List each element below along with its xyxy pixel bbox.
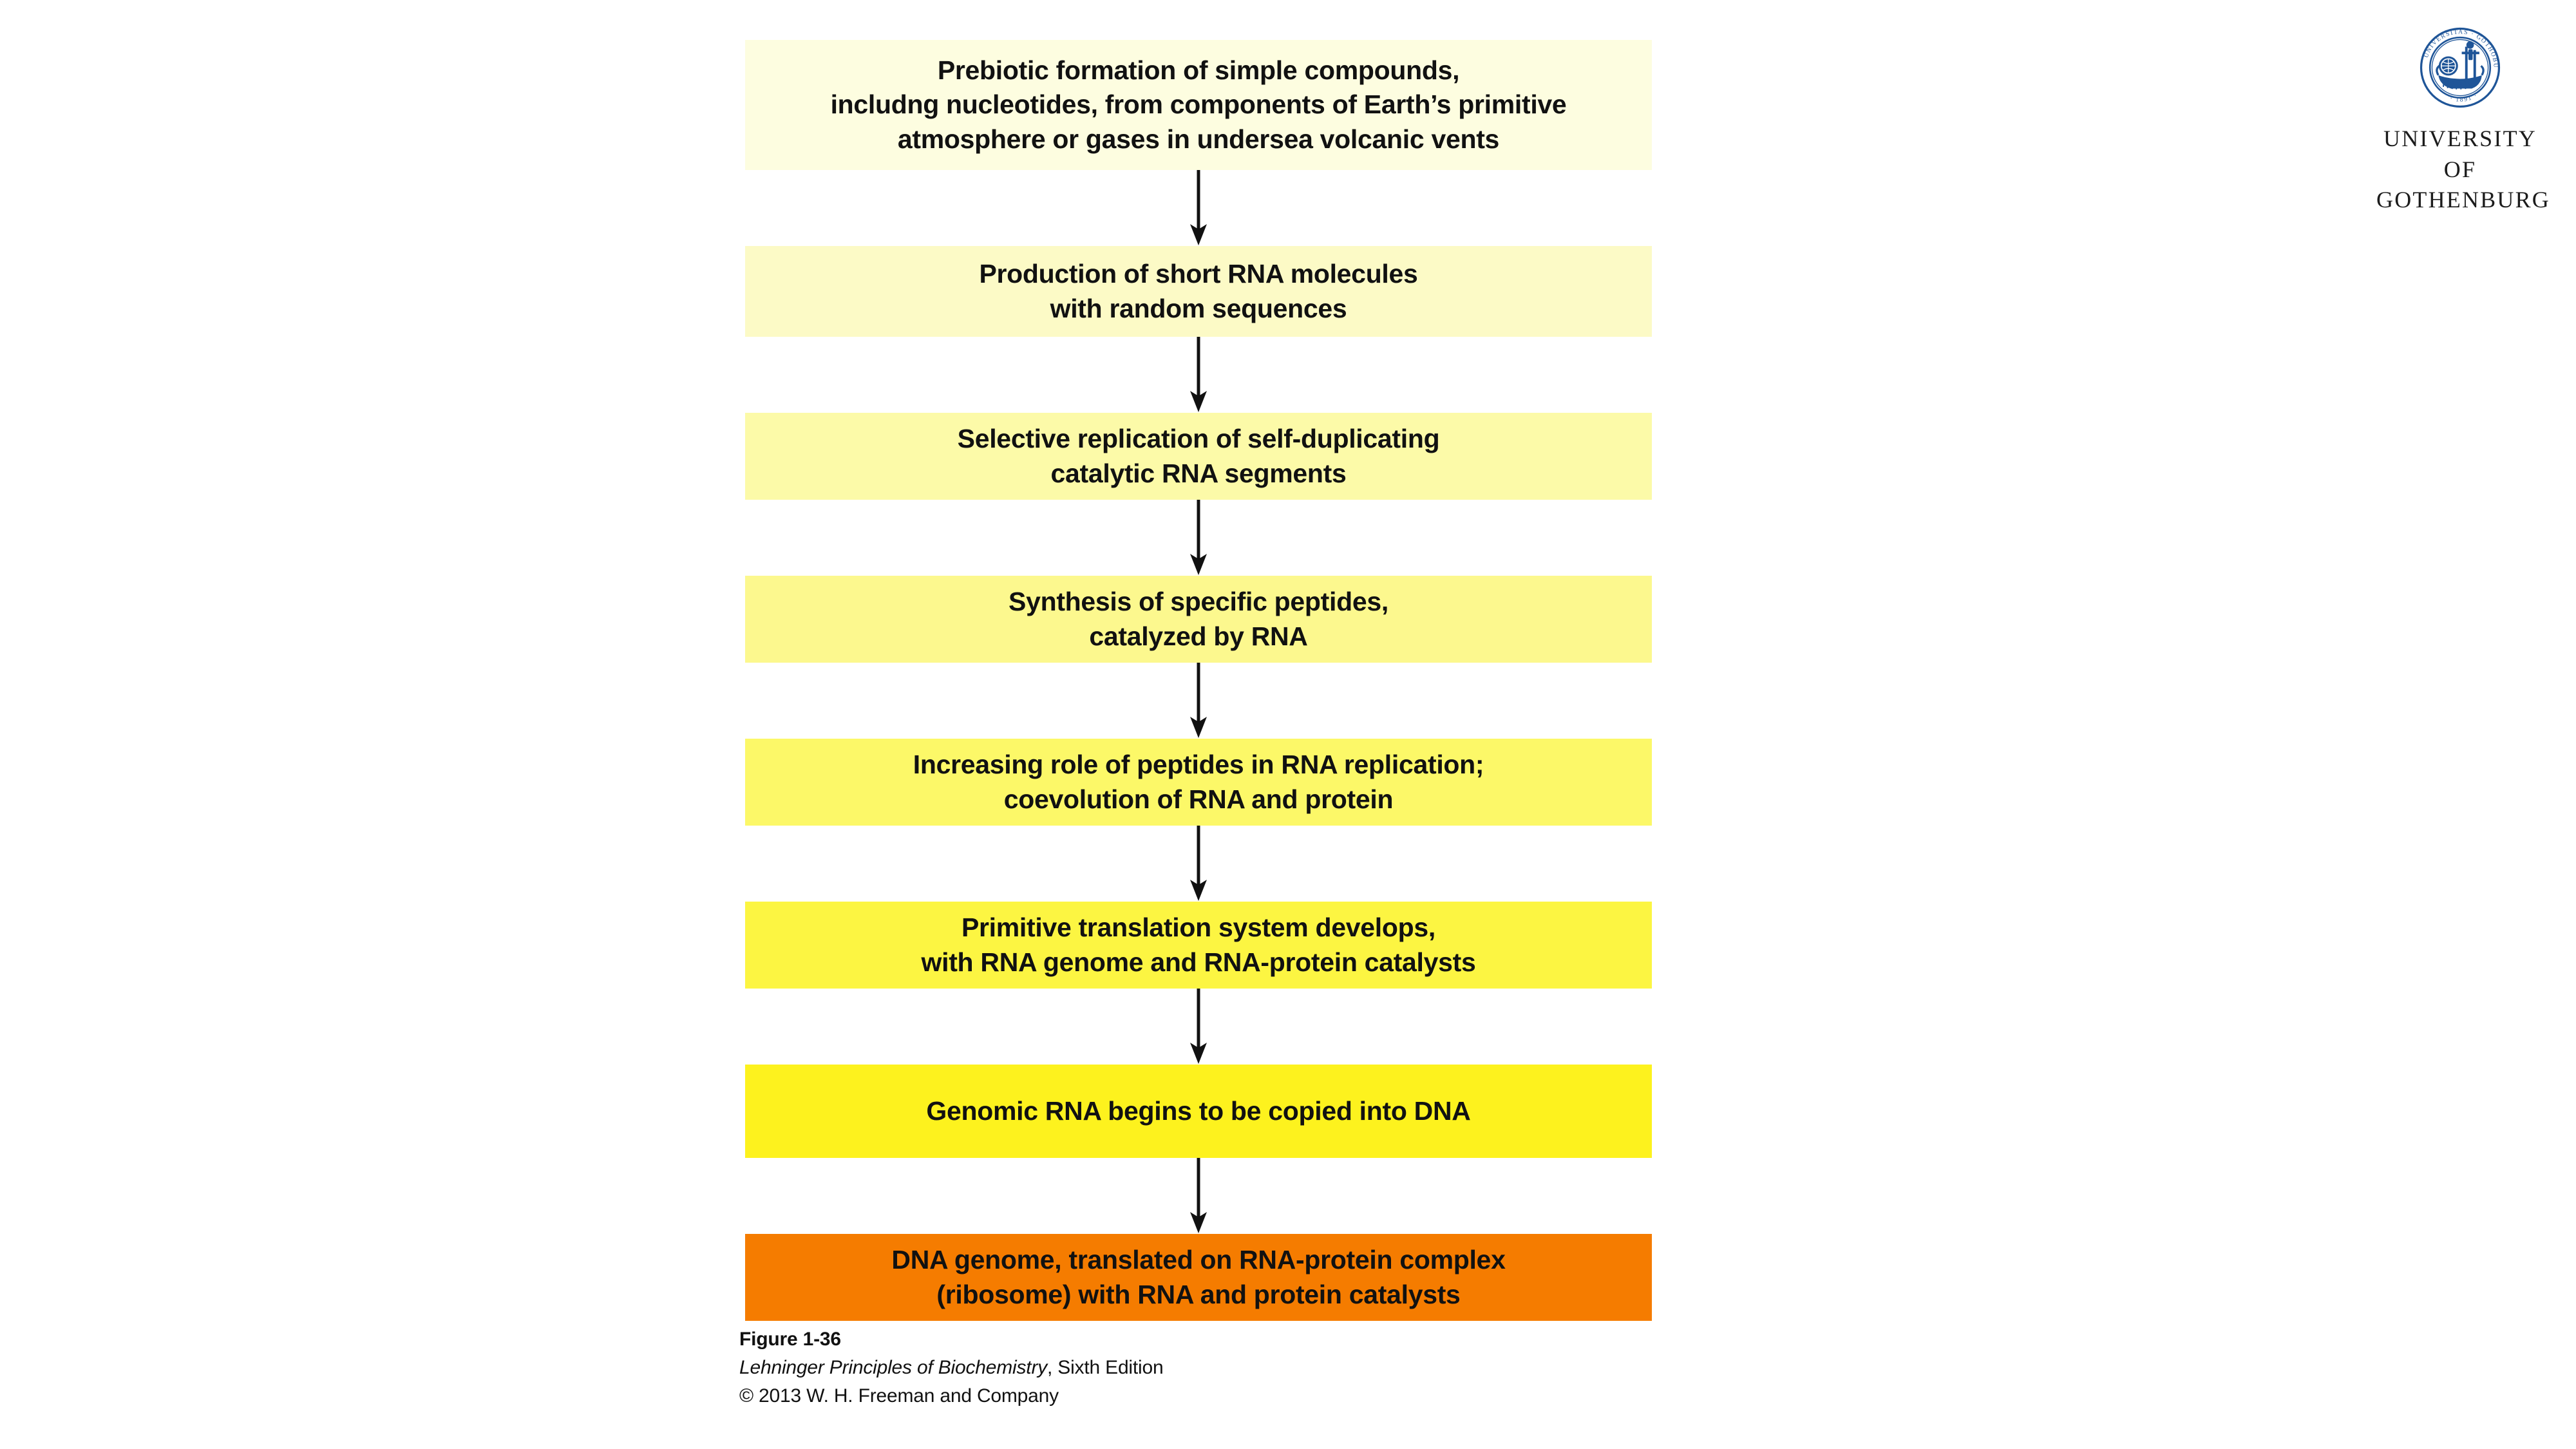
flow-step-1: Prebiotic formation of simple compounds,…: [745, 40, 1652, 170]
flow-arrow-icon: [1190, 337, 1207, 412]
flow-step-5: Increasing role of peptides in RNA repli…: [745, 739, 1652, 826]
flow-node-2[interactable]: Production of short RNA molecules with r…: [745, 246, 1652, 337]
flow-connector-3: [745, 500, 1652, 576]
caption-copyright: © 2013 W. H. Freeman and Company: [739, 1385, 1059, 1406]
university-wordmark-line-2: GOTHENBURG: [2376, 187, 2550, 213]
university-seal-icon: UNIVERSITAS · GOTHOBURGENSIS · 1891 ·: [2418, 26, 2501, 108]
flow-arrow-icon: [1190, 1158, 1207, 1233]
flow-node-1[interactable]: Prebiotic formation of simple compounds,…: [745, 40, 1652, 170]
flow-step-6: Primitive translation system develops, w…: [745, 902, 1652, 989]
flow-node-8[interactable]: DNA genome, translated on RNA-protein co…: [745, 1234, 1652, 1321]
flow-connector-6: [745, 989, 1652, 1065]
flow-node-label: Synthesis of specific peptides, catalyze…: [1009, 587, 1388, 651]
flow-node-4[interactable]: Synthesis of specific peptides, catalyze…: [745, 576, 1652, 663]
origin-of-life-flowchart: Prebiotic formation of simple compounds,…: [745, 40, 1652, 1321]
flow-connector-1: [745, 170, 1652, 246]
flow-node-label: Production of short RNA molecules with r…: [979, 259, 1418, 323]
flow-node-3[interactable]: Selective replication of self-duplicatin…: [745, 413, 1652, 500]
flow-node-5[interactable]: Increasing role of peptides in RNA repli…: [745, 739, 1652, 826]
university-logo: UNIVERSITAS · GOTHOBURGENSIS · 1891 ·: [2376, 26, 2549, 216]
flow-node-label: Genomic RNA begins to be copied into DNA: [926, 1095, 1471, 1126]
flow-connector-7: [745, 1158, 1652, 1234]
flow-connector-2: [745, 337, 1652, 413]
figure-caption: Figure 1-36 Lehninger Principles of Bioc…: [739, 1325, 1164, 1410]
caption-source: Lehninger Principles of Biochemistry, Si…: [739, 1354, 1164, 1382]
caption-source-title: Lehninger Principles of Biochemistry: [739, 1356, 1048, 1378]
flow-node-label: Prebiotic formation of simple compounds,…: [830, 55, 1567, 154]
flow-arrow-icon: [1190, 663, 1207, 738]
flow-step-8: DNA genome, translated on RNA-protein co…: [745, 1234, 1652, 1321]
flow-step-3: Selective replication of self-duplicatin…: [745, 413, 1652, 500]
flow-arrow-icon: [1190, 170, 1207, 245]
flow-step-4: Synthesis of specific peptides, catalyze…: [745, 576, 1652, 663]
flow-step-2: Production of short RNA molecules with r…: [745, 246, 1652, 337]
svg-text:· 1891 ·: · 1891 ·: [2449, 91, 2479, 103]
flow-step-7: Genomic RNA begins to be copied into DNA: [745, 1065, 1652, 1158]
flow-node-7[interactable]: Genomic RNA begins to be copied into DNA: [745, 1065, 1652, 1158]
caption-source-edition: , Sixth Edition: [1047, 1356, 1164, 1378]
flow-node-label: Increasing role of peptides in RNA repli…: [913, 750, 1484, 814]
university-wordmark: UNIVERSITY OF GOTHENBURG: [2376, 124, 2549, 216]
flow-arrow-icon: [1190, 989, 1207, 1064]
flow-node-label: Selective replication of self-duplicatin…: [957, 424, 1440, 488]
caption-figure-number: Figure 1-36: [739, 1329, 841, 1350]
flow-node-label: DNA genome, translated on RNA-protein co…: [891, 1245, 1506, 1309]
flow-node-6[interactable]: Primitive translation system develops, w…: [745, 902, 1652, 989]
flow-arrow-icon: [1190, 826, 1207, 901]
flow-connector-4: [745, 663, 1652, 739]
flow-arrow-icon: [1190, 500, 1207, 575]
university-wordmark-line-1: UNIVERSITY OF: [2383, 126, 2537, 182]
flow-node-label: Primitive translation system develops, w…: [921, 913, 1476, 977]
flow-connector-5: [745, 826, 1652, 902]
